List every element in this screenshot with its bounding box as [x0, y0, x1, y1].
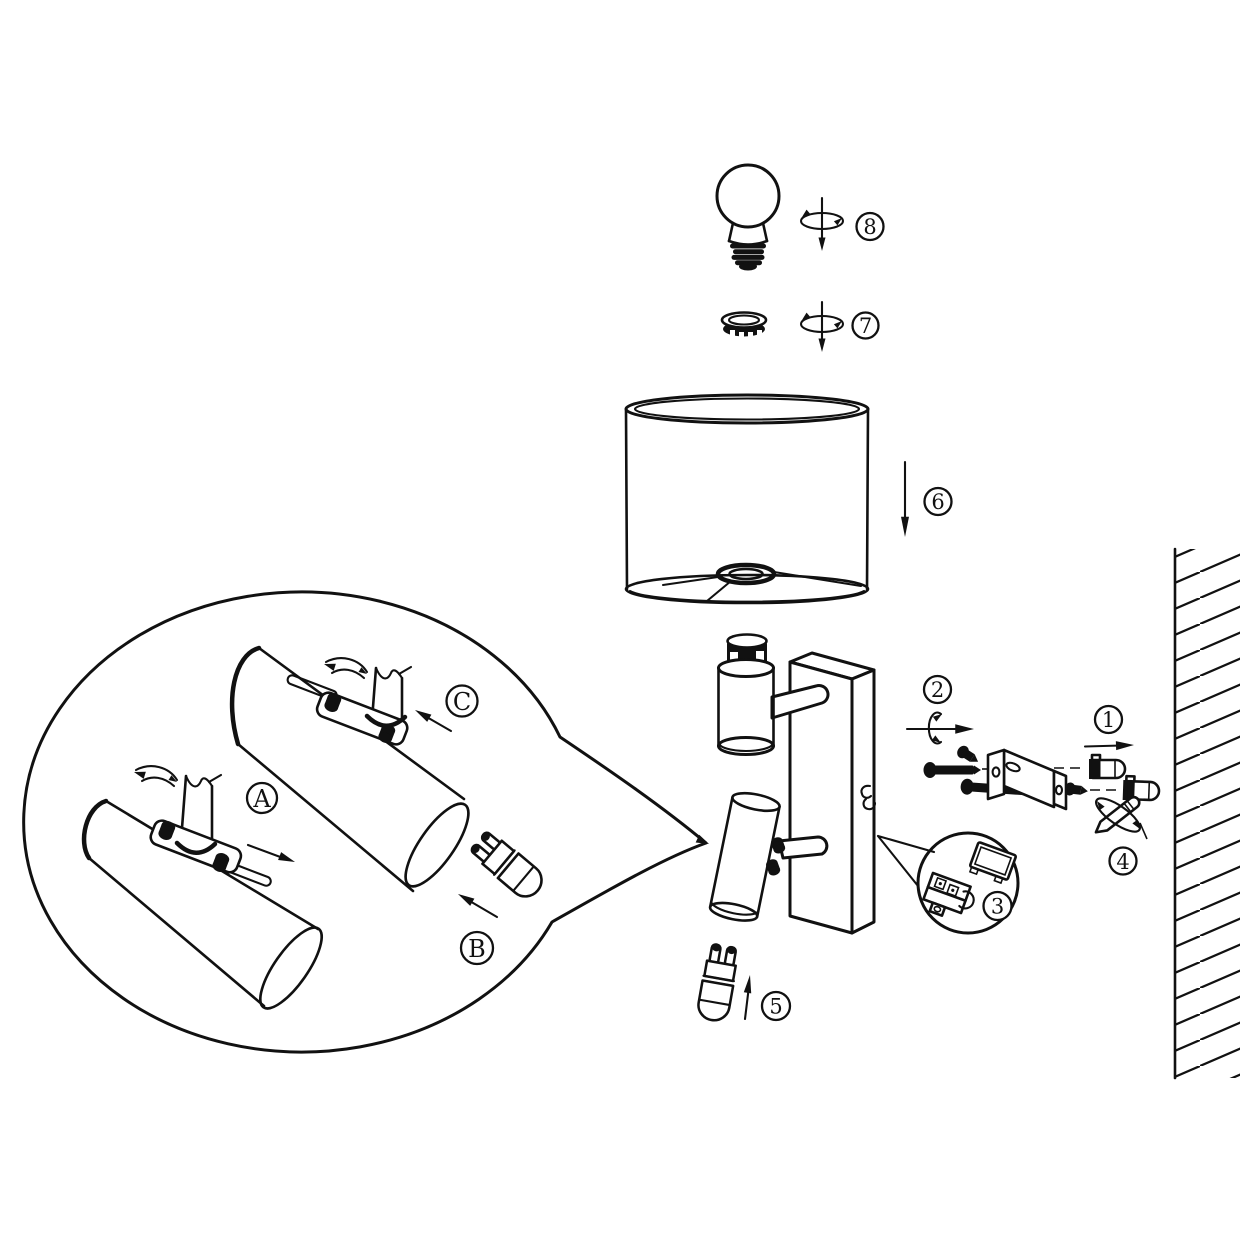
direction-arrow-icon-5 — [743, 974, 754, 1021]
mounting-screw-long-1 — [923, 762, 981, 778]
rotate-screw-axis-icon-8 — [800, 196, 844, 251]
bracket-hole — [991, 766, 1001, 778]
shade-spider — [661, 562, 863, 603]
step-8-label: 8 — [863, 215, 876, 239]
shade-top-rim — [624, 393, 870, 425]
balloon-outline — [22, 590, 708, 1054]
direction-arrow-icon-6 — [901, 460, 909, 537]
step-6-label: 6 — [931, 490, 944, 514]
detail-leader — [876, 834, 936, 888]
bulb-globe — [715, 163, 781, 229]
step-marker-5: 5 — [760, 990, 792, 1022]
direction-arrow-icon-a — [246, 843, 297, 866]
detail-b-label: B — [468, 935, 486, 963]
spot-head-detail-a — [81, 766, 323, 1010]
step-2-label: 2 — [931, 678, 944, 702]
step-7-label: 7 — [859, 314, 872, 338]
step-marker-6: 6 — [923, 486, 953, 517]
step-marker-3: 3 — [982, 890, 1013, 922]
direction-arrow-icon-b — [455, 890, 499, 919]
backplate-front — [788, 660, 854, 935]
switch-toggle[interactable] — [860, 784, 877, 811]
shade-ring — [720, 311, 768, 338]
wall-anchor — [1087, 753, 1127, 781]
step-1-label: 1 — [1102, 708, 1115, 732]
detail-c-label: C — [453, 688, 471, 716]
step-marker-8: 8 — [855, 211, 885, 242]
mounting-bracket — [986, 748, 1068, 811]
rotate-screw-axis-icon-7 — [800, 300, 844, 352]
upper-arm — [770, 684, 830, 720]
step-marker-7: 7 — [851, 311, 880, 340]
wall-anchor — [1121, 774, 1161, 803]
direction-arrow-icon-1 — [1083, 740, 1135, 751]
bracket-hole — [1054, 784, 1064, 796]
detail-marker-b: B — [459, 930, 495, 966]
rotate-push-icon-2 — [905, 711, 974, 746]
holder-collar — [717, 658, 775, 678]
step-3-label: 3 — [991, 895, 1004, 919]
mounting-hardware: 2 1 4 — [905, 674, 1161, 876]
g9-bulb — [694, 941, 742, 1024]
terminal-cover — [968, 841, 1017, 885]
direction-arrow-icon-c — [412, 706, 453, 733]
detail-marker-c: C — [445, 684, 479, 718]
mounting-wall — [1173, 547, 1240, 1080]
bulb-thread — [730, 243, 766, 271]
lampshade — [624, 393, 870, 605]
bracket-slot — [1005, 761, 1021, 773]
fixing-screw-small — [1063, 781, 1089, 798]
head-socket-rim — [731, 791, 781, 813]
head-opening — [404, 802, 470, 888]
wall-fixture — [708, 633, 877, 935]
detail-marker-a: A — [245, 781, 279, 815]
step-marker-4: 4 — [1108, 846, 1138, 876]
lower-spot-head — [708, 791, 781, 922]
detail-a-label: A — [252, 785, 271, 813]
lower-arm — [777, 835, 829, 860]
detail-balloon: A B C — [22, 590, 711, 1054]
fixing-screw-small — [954, 743, 982, 768]
step-5-label: 5 — [769, 995, 782, 1019]
e14-bulb — [715, 163, 781, 271]
step-marker-2: 2 — [922, 674, 953, 705]
head-opening — [259, 926, 323, 1010]
screwdriver-rotate-icon-4 — [1094, 795, 1148, 840]
wall-hatch-icon — [1176, 549, 1240, 1078]
step-4-label: 4 — [1116, 850, 1129, 874]
step-marker-1: 1 — [1093, 704, 1124, 735]
upper-lamp-holder — [717, 633, 775, 756]
terminal-block — [922, 871, 975, 917]
connector-detail-balloon: 3 — [876, 831, 1020, 935]
spot-head-detail-c — [229, 645, 470, 893]
g9-bulb-insert: 5 — [694, 941, 792, 1024]
